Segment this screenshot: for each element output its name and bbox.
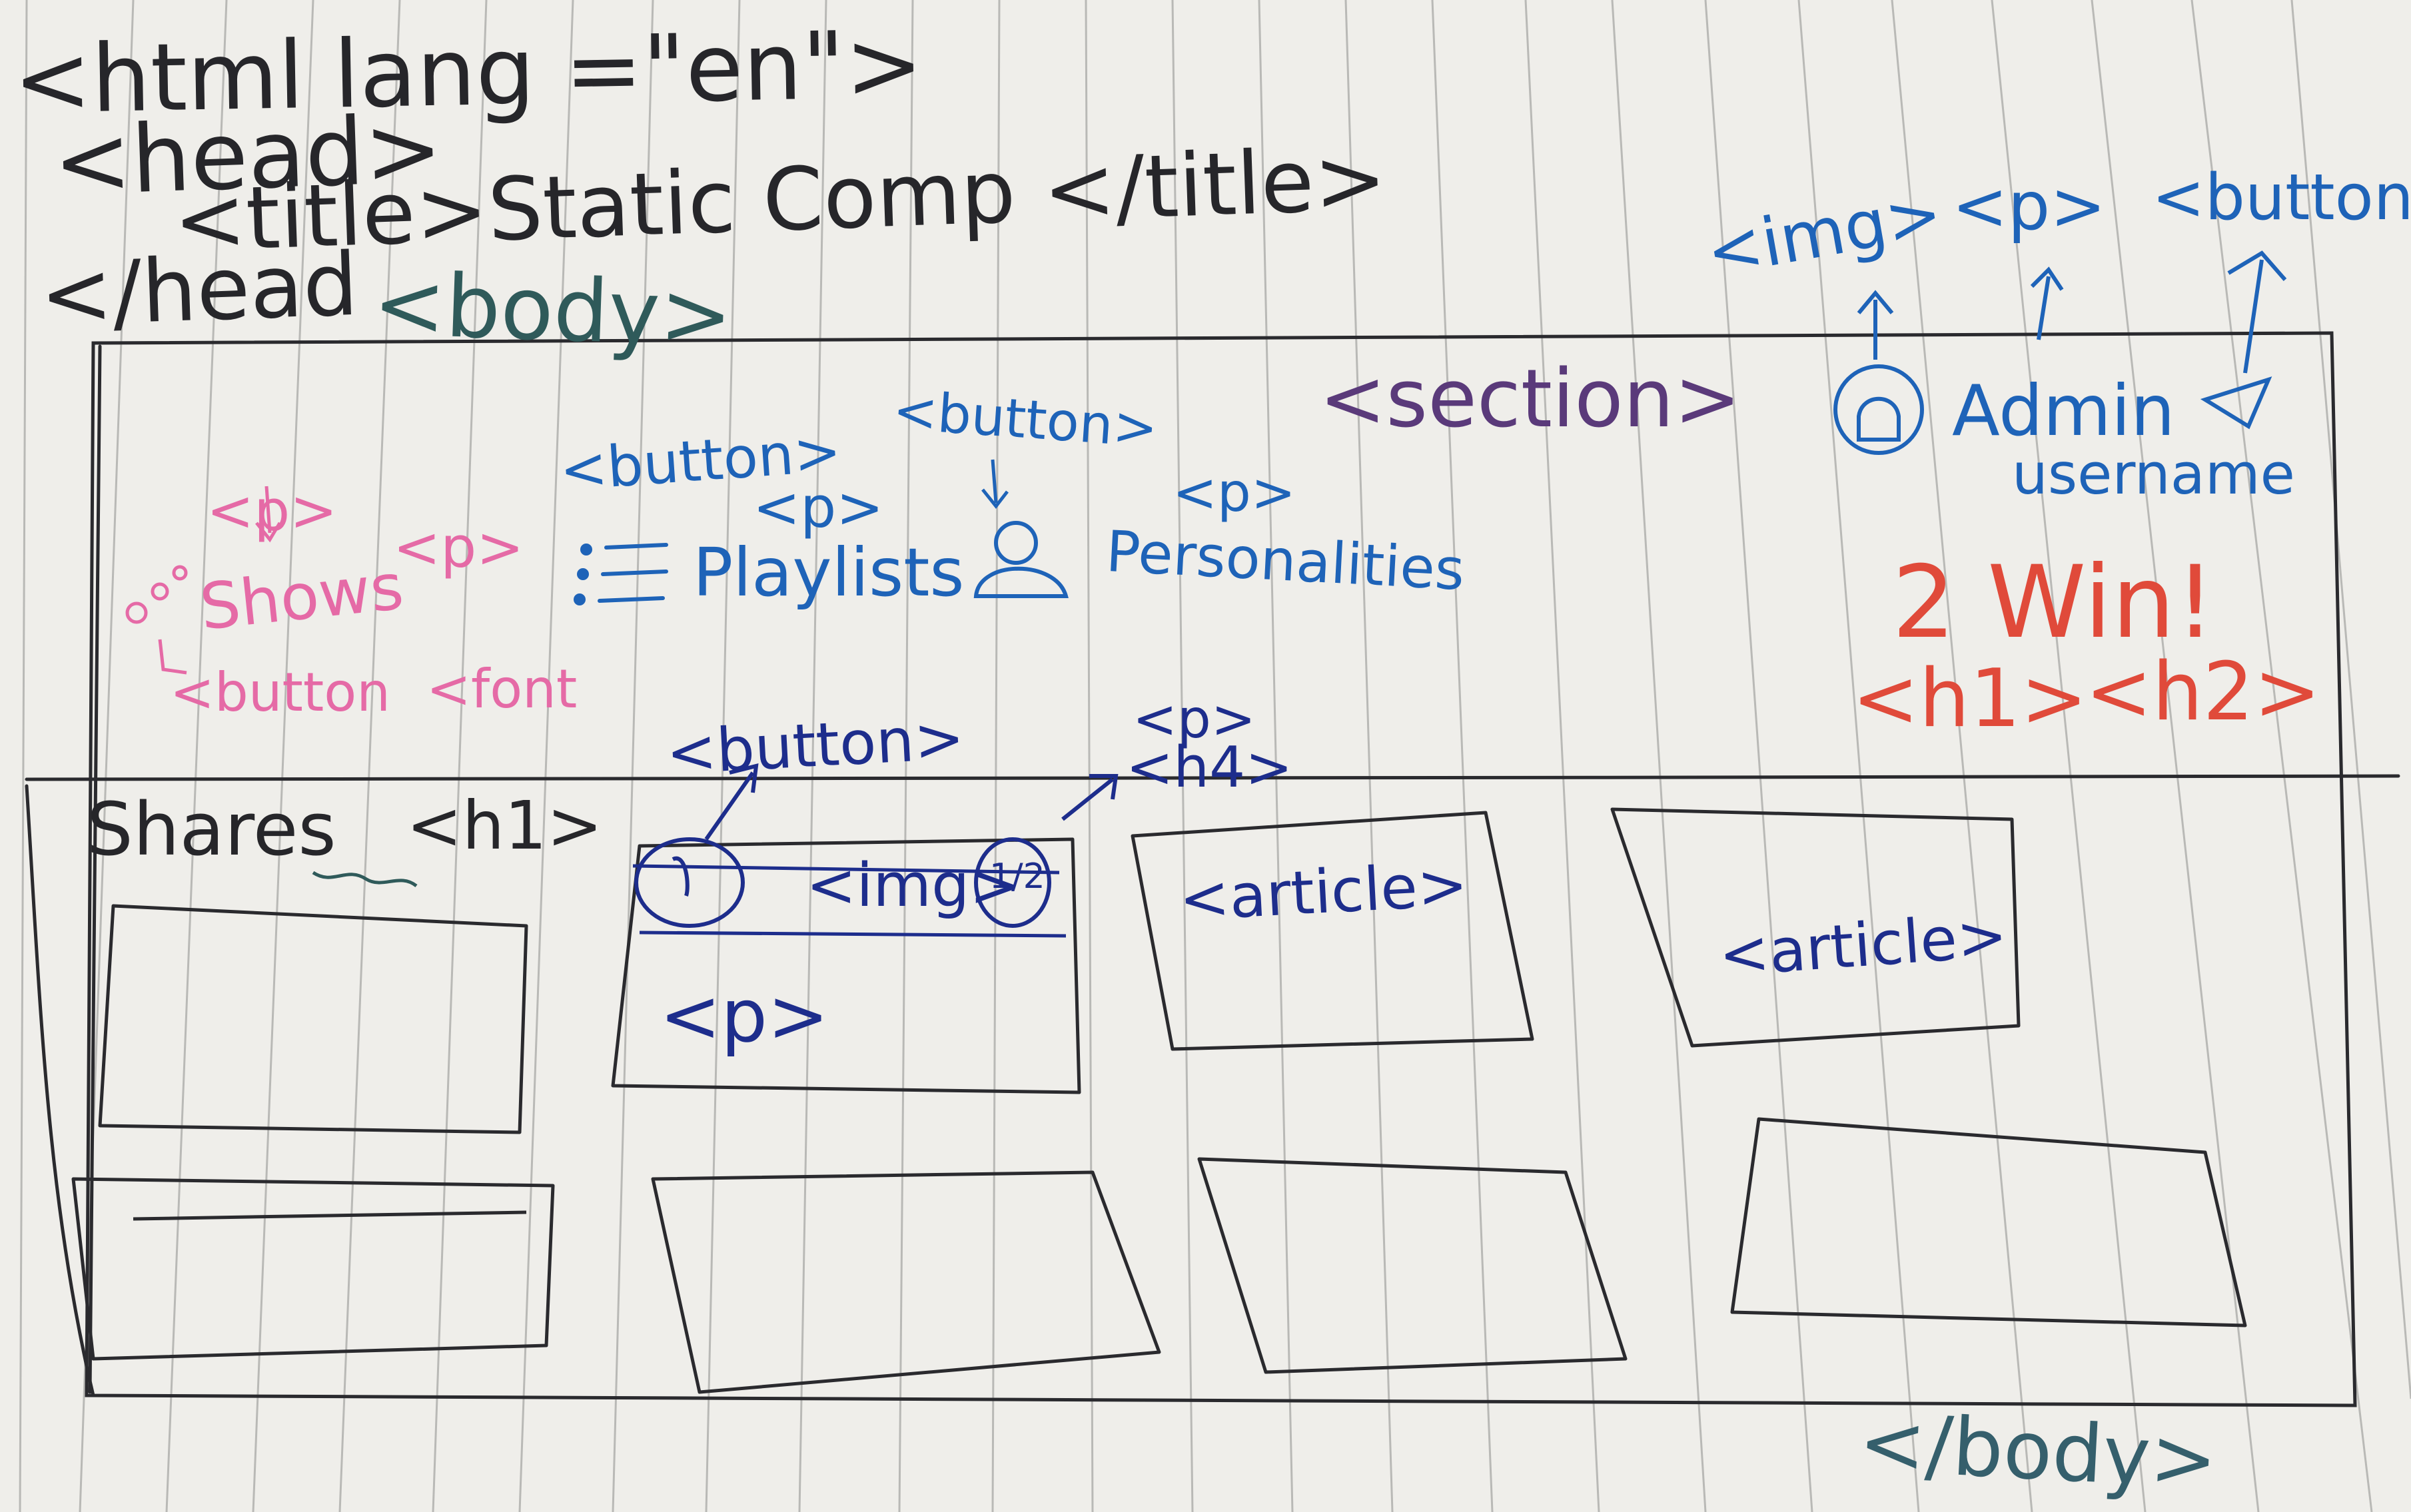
head-close-tag: </head [38,233,360,346]
card-grid-wireframe [71,807,2247,1394]
username-label: username [2012,442,2295,508]
personalities-person-icon [973,521,1069,598]
shows-font-tag: <font [426,658,578,720]
playlists-label: Playlists [693,534,965,611]
card-img-tag: <img> [806,851,1020,921]
triangle-down-icon [2200,250,2287,430]
body-close-tag: </body> [1856,1396,2220,1507]
page-wireframe [25,331,2400,1407]
shows-p-tag: <p> [207,478,338,544]
playlists-p-tag: <p> [753,475,884,541]
card-badge-text: 1/2 [989,857,1045,897]
h2-tag: <h2> [2085,646,2321,739]
personalities-label: Personalities [1104,518,1466,604]
card-h4-tag: <h4> [1126,735,1293,801]
shows-button-tag: <button [170,661,390,723]
admin-label: Admin [1952,370,2175,452]
card-circle-icon [634,837,745,928]
p-tag: <p> [1952,167,2107,245]
card-badge-icon [704,763,1119,928]
card-button-tag: <button> [664,703,967,789]
admin-arrow [2030,266,2064,340]
shares-heading: Shares [87,787,336,872]
user-avatar-icon [1833,290,1924,455]
h1-tag: <h1> [1852,653,2088,745]
personalities-p-tag: <p> [1173,462,1296,524]
shares-squiggle [312,871,418,888]
section-tag: <section> [1319,353,1741,446]
body-open-tag: <body> [371,252,734,367]
shows-dots-icon [125,486,282,675]
shares-h1-tag: <h1> [406,787,603,865]
card-body-p-tag: <p> [660,973,829,1058]
win-heading: 2 Win! [1892,545,2216,661]
ruled-lines [19,0,2411,1512]
article-tag-1: <article> [1177,849,1470,935]
shows-p-tag-2: <p> [393,515,524,581]
personalities-arrow [981,459,1009,510]
playlists-list-icon [574,543,668,605]
button-tag: <button> [2152,161,2411,234]
card-p-tag: <p> [1133,688,1256,750]
